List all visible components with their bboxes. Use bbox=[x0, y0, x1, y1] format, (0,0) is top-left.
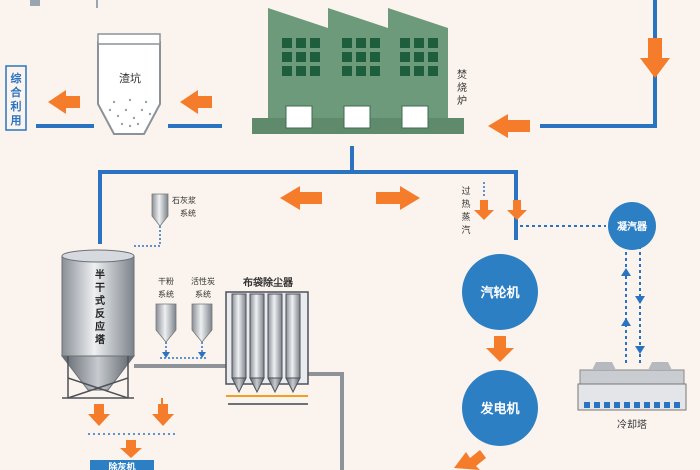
condenser-label: 凝汽器 bbox=[617, 220, 648, 233]
condenser-loop-arrows bbox=[621, 268, 645, 354]
arrow-down-ash-1 bbox=[88, 404, 110, 426]
turbine-label: 汽轮机 bbox=[480, 285, 519, 301]
dry-powder-label-0: 干粉 bbox=[158, 276, 174, 286]
condenser-loop bbox=[520, 225, 641, 366]
incinerator-char-0: 焚 bbox=[457, 69, 467, 81]
arrow-down-ash-3 bbox=[120, 440, 142, 458]
cooling-tower: 冷却塔 bbox=[577, 362, 687, 431]
dry-powder-label-1: 系统 bbox=[158, 289, 174, 299]
limestone-label: 石灰浆 bbox=[172, 195, 196, 205]
limestone-hopper: 石灰浆 系统 bbox=[132, 193, 196, 247]
arrow-down-steam-2 bbox=[507, 200, 527, 220]
flue-pipes bbox=[134, 364, 344, 470]
incinerator-char-2: 炉 bbox=[457, 95, 467, 107]
orange-arrows-top bbox=[48, 38, 670, 470]
arrow-down-steam-1 bbox=[474, 200, 494, 220]
arrow-left-pit bbox=[180, 90, 212, 114]
tower-char-0: 半 bbox=[95, 268, 105, 281]
steam-char-3: 汽 bbox=[461, 224, 470, 236]
tower-char-2: 式 bbox=[95, 294, 105, 307]
bag-filter-label: 布袋除尘器 bbox=[243, 276, 294, 289]
incinerator-char-1: 烧 bbox=[457, 81, 467, 94]
steam-char-2: 蒸 bbox=[461, 211, 470, 223]
activated-carbon-label-1: 系统 bbox=[195, 289, 211, 299]
comprehensive-use-char-2: 利 bbox=[11, 99, 22, 113]
semi-dry-reaction-tower: 半 干 式 反 应 塔 bbox=[60, 249, 136, 399]
tower-char-4: 应 bbox=[95, 320, 105, 333]
condenser: 凝汽器 bbox=[608, 202, 656, 250]
turbine: 汽轮机 bbox=[462, 254, 538, 330]
dry-powder-hopper: 干粉 系统 bbox=[155, 276, 177, 358]
top-left-fragment bbox=[30, 0, 98, 8]
comprehensive-use-char-3: 用 bbox=[11, 114, 22, 127]
generator: 发电机 bbox=[462, 370, 538, 446]
bag-filter: 布袋除尘器 bbox=[225, 276, 309, 397]
slag-pit: 渣坑 bbox=[97, 33, 161, 135]
limestone-label-2: 系统 bbox=[180, 208, 196, 218]
arrow-left-incinerator bbox=[488, 114, 530, 138]
incinerator-building: 焚 烧 炉 bbox=[252, 8, 467, 134]
generator-label: 发电机 bbox=[479, 401, 519, 417]
comprehensive-use-char-0: 综 bbox=[11, 71, 22, 85]
comprehensive-use-char-1: 合 bbox=[11, 85, 23, 99]
tower-char-1: 干 bbox=[95, 282, 105, 294]
steam-char-1: 热 bbox=[461, 198, 470, 210]
slag-pit-label: 渣坑 bbox=[119, 71, 141, 85]
activated-carbon-label-0: 活性炭 bbox=[191, 276, 215, 286]
tower-char-3: 反 bbox=[95, 307, 105, 320]
superheated-steam-label: 过 热 蒸 汽 bbox=[461, 182, 485, 236]
arrow-down-ash-2 bbox=[152, 404, 174, 426]
arrow-down-turbine bbox=[486, 336, 514, 362]
arrow-left-use bbox=[48, 90, 80, 114]
arrow-right-steam bbox=[376, 186, 420, 210]
comprehensive-use-box: 综 合 利 用 bbox=[5, 65, 27, 131]
ash-section: 除灰机 bbox=[88, 398, 176, 470]
tower-char-5: 塔 bbox=[95, 333, 106, 346]
arrow-down-topright bbox=[640, 38, 670, 78]
arrow-left-flue bbox=[280, 186, 322, 210]
arrow-bottom-generator bbox=[454, 450, 486, 470]
activated-carbon-hopper: 活性炭 系统 bbox=[191, 276, 215, 358]
ash-label: 除灰机 bbox=[108, 461, 135, 470]
steam-char-0: 过 bbox=[461, 185, 470, 197]
cooling-tower-label: 冷却塔 bbox=[617, 418, 647, 431]
